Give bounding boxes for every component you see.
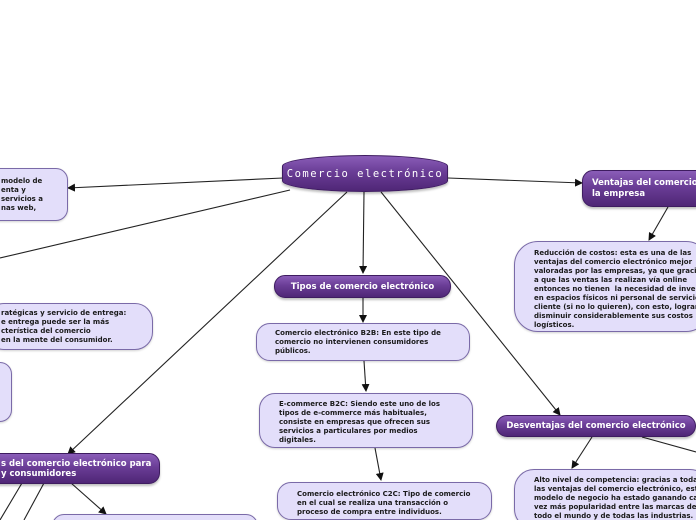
edge-lb-3 [70, 482, 107, 515]
left-bottom-topic[interactable]: s del comercio electrónico para y consum… [0, 453, 160, 484]
c2c-node[interactable]: Comercio electrónico C2C: Tipo de comerc… [277, 482, 492, 520]
left-top-node[interactable]: modelo de enta y servicios a nas web, [0, 168, 68, 221]
left-mid-text: ratégicas y servicio de entrega: e entre… [1, 309, 127, 344]
edge-b2c-c2c [374, 447, 384, 481]
ventajas-topic[interactable]: Ventajas del comercio e la empresa [582, 170, 696, 207]
edge-desventajas-text [571, 436, 593, 469]
b2c-node[interactable]: E-commerce B2C: Siendo este uno de los t… [259, 393, 473, 448]
edge-b2b-b2c [361, 360, 370, 392]
edge-desventajas-right [641, 436, 696, 453]
c2c-text: Comercio electrónico C2C: Tipo de comerc… [297, 490, 471, 516]
edge-root-left-top [67, 177, 284, 192]
edge-root-ventajas [447, 177, 583, 187]
left-small-node[interactable] [0, 362, 12, 422]
tipos-topic[interactable]: Tipos de comercio electrónico [274, 275, 451, 298]
root-title: Comercio electrónico [286, 167, 444, 180]
left-bottom-title: s del comercio electrónico para y consum… [1, 458, 152, 479]
edge-root-tipos [359, 191, 368, 274]
desventajas-topic[interactable]: Desventajas del comercio electrónico [496, 415, 696, 437]
b2b-node[interactable]: Comercio electrónico B2B: En este tipo d… [256, 323, 470, 361]
b2c-text: E-commerce B2C: Siendo este uno de los t… [279, 400, 441, 444]
edge-ventajas-text [648, 206, 669, 241]
edge-root-desventajas [380, 191, 561, 416]
ventajas-node[interactable]: Reducción de costos: esta es una de las … [514, 241, 696, 332]
edge-root-left-mid [0, 189, 291, 259]
edge-lb-2 [23, 482, 45, 520]
bottom-left-node[interactable] [52, 514, 258, 520]
left-mid-node[interactable]: ratégicas y servicio de entrega: e entre… [0, 303, 153, 350]
ventajas-title: Ventajas del comercio e la empresa [592, 177, 696, 199]
root-topic[interactable]: Comercio electrónico [282, 155, 448, 192]
b2b-text: Comercio electrónico B2B: En este tipo d… [275, 329, 441, 355]
desventajas-text: Alto nivel de competencia: gracias a tod… [534, 476, 696, 520]
edge-root-left-bottom [67, 191, 348, 455]
ventajas-text: Reducción de costos: esta es una de las … [534, 249, 696, 329]
left-top-text: modelo de enta y servicios a nas web, [1, 177, 44, 212]
desventajas-node[interactable]: Alto nivel de competencia: gracias a tod… [514, 469, 696, 520]
edge-lb-1 [0, 482, 23, 520]
tipos-title: Tipos de comercio electrónico [290, 281, 435, 292]
desventajas-title: Desventajas del comercio electrónico [506, 421, 686, 431]
